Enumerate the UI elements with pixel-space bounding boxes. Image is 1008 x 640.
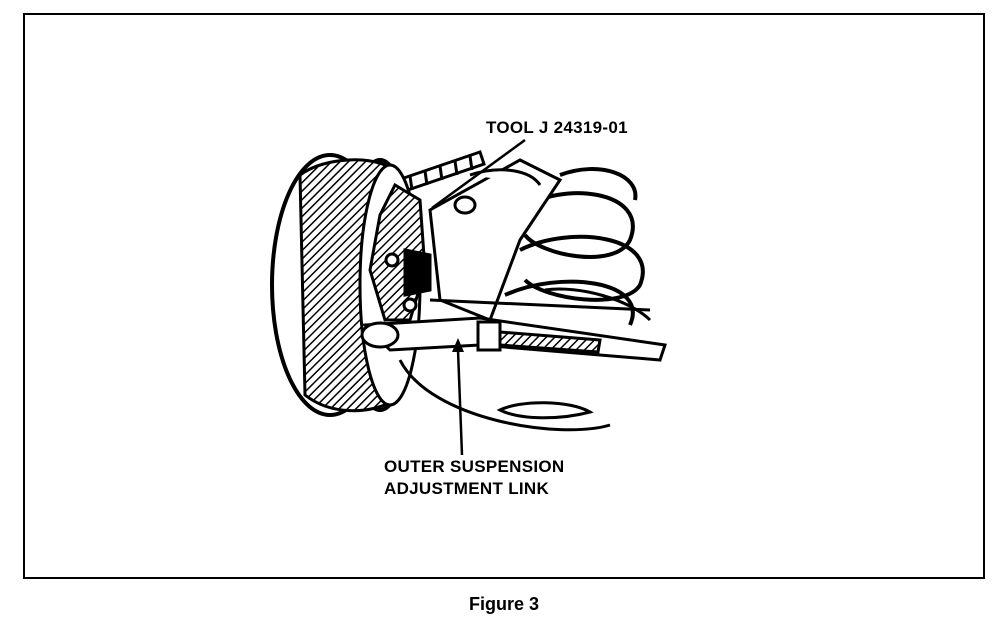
figure-frame [23,13,985,579]
tool-puller [368,182,432,322]
leader-lines [431,138,526,456]
tool-callout: TOOL J 24319-01 [486,118,628,137]
link-callout-line2: ADJUSTMENT LINK [384,479,550,498]
steering-knuckle [428,158,563,322]
figure-caption: Figure 3 [468,594,539,614]
link-callout-line1: OUTER SUSPENSION [384,457,565,476]
link-arrowhead [452,338,464,352]
lower-control-arm [398,287,652,432]
adjustment-link [360,298,667,362]
link-callout: OUTER SUSPENSION ADJUSTMENT LINK [384,456,565,500]
